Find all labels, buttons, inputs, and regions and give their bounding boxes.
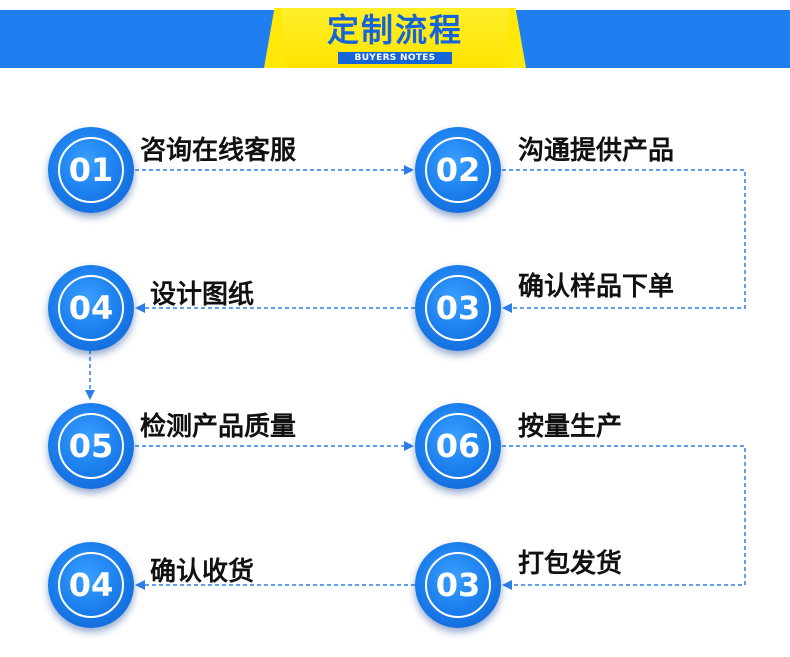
step-number: 06	[435, 427, 481, 465]
step-circle-8: 04	[48, 542, 134, 628]
page-title: 定制流程	[326, 11, 463, 49]
step-circle-4: 04	[48, 265, 134, 351]
connector-06-07	[502, 445, 746, 590]
step-label-2: 沟通提供产品	[518, 136, 675, 166]
step-circle-2: 02	[415, 127, 501, 213]
step-label-3: 确认样品下单	[518, 272, 675, 302]
step-label-6: 按量生产	[518, 412, 623, 442]
step-label-7: 打包发货	[518, 549, 623, 579]
step-circle-7: 03	[415, 542, 501, 628]
step-circle-1: 01	[48, 127, 134, 213]
step-label-4: 设计图纸	[150, 280, 255, 310]
step-circle-3: 03	[415, 265, 501, 351]
step-label-8: 确认收货	[150, 557, 255, 587]
step-number: 04	[68, 566, 114, 604]
step-circle-6: 06	[415, 403, 501, 489]
step-number: 04	[68, 289, 114, 327]
page-subtitle: BUYERS NOTES	[338, 52, 452, 64]
step-label-1: 咨询在线客服	[140, 136, 297, 166]
step-circle-5: 05	[48, 403, 134, 489]
step-number: 03	[435, 289, 481, 327]
step-number: 01	[68, 151, 114, 189]
step-number: 02	[435, 151, 481, 189]
step-number: 03	[435, 566, 481, 604]
step-label-5: 检测产品质量	[140, 412, 297, 442]
step-number: 05	[68, 427, 114, 465]
connector-02-03	[502, 169, 746, 313]
